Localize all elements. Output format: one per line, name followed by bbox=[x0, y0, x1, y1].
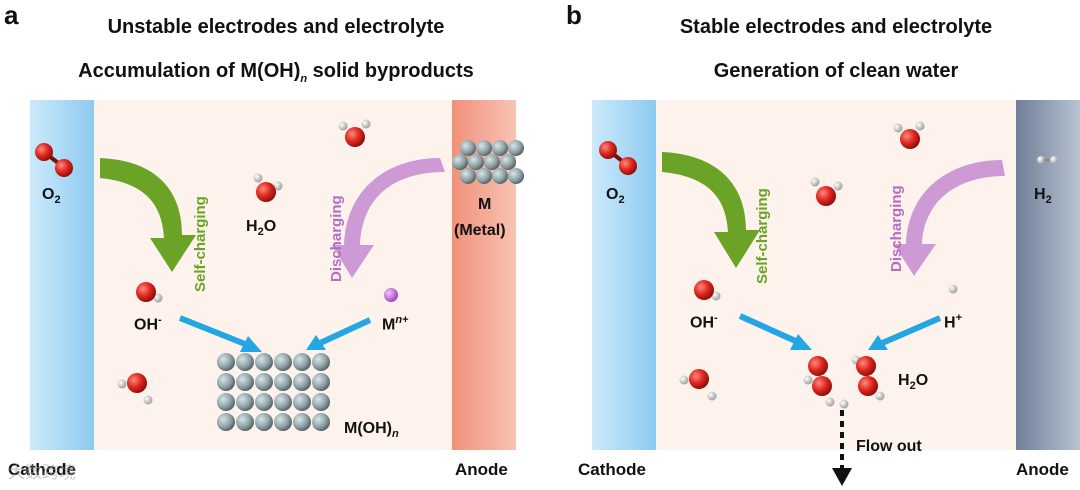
oh-to-water-arrow-icon bbox=[738, 313, 812, 350]
panel-a-water-label: H2O bbox=[246, 218, 277, 239]
proton-icon bbox=[948, 284, 958, 294]
panel-b-title-1: Stable electrodes and electrolyte bbox=[679, 16, 993, 38]
panel-a-discharging-label: Discharging bbox=[328, 195, 345, 282]
lattice-sphere-icon bbox=[312, 353, 330, 371]
lattice-sphere-icon bbox=[274, 353, 292, 371]
panel-a-hydroxide-label: OH- bbox=[134, 314, 162, 334]
lattice-sphere-icon bbox=[293, 373, 311, 391]
panel-a-metal-label: M bbox=[478, 196, 492, 213]
panel-b-h2-label: H2 bbox=[1034, 186, 1052, 207]
panel-b-proton-label: H+ bbox=[944, 312, 962, 332]
self-charging-arrow-icon bbox=[662, 152, 760, 268]
o2-molecule-icon bbox=[599, 141, 637, 175]
panel-a-self-charging-label: Self-charging bbox=[192, 196, 209, 292]
panel-b-discharging-label: Discharging bbox=[888, 185, 905, 272]
panel-b-o2-label: O2 bbox=[606, 186, 625, 207]
self-charging-arrow-icon bbox=[100, 158, 196, 272]
proton-to-water-arrow-icon bbox=[868, 315, 942, 350]
panel-b-self-charging-label: Self-charging bbox=[754, 188, 771, 284]
panel-b-letter: b bbox=[566, 0, 582, 30]
water-molecule-icon bbox=[679, 369, 717, 401]
lattice-sphere-icon bbox=[274, 393, 292, 411]
lattice-sphere-icon bbox=[312, 413, 330, 431]
oh-to-product-arrow-icon bbox=[178, 315, 262, 352]
lattice-sphere-icon bbox=[217, 353, 235, 371]
water-cluster-icon bbox=[803, 355, 885, 409]
lattice-sphere-icon bbox=[312, 393, 330, 411]
lattice-sphere-icon bbox=[236, 353, 254, 371]
lattice-sphere-icon bbox=[293, 413, 311, 431]
metal-cluster-icon bbox=[452, 140, 524, 184]
panel-a-metal-sub-label: (Metal) bbox=[454, 222, 506, 239]
hydroxide-ion-icon bbox=[694, 280, 721, 301]
flow-out-arrow-icon bbox=[832, 410, 852, 486]
lattice-sphere-icon bbox=[293, 353, 311, 371]
lattice-sphere-icon bbox=[255, 373, 273, 391]
panel-b-hydroxide-label: OH- bbox=[690, 312, 718, 332]
lattice-sphere-icon bbox=[255, 393, 273, 411]
o2-molecule-icon bbox=[35, 143, 73, 177]
panel-b-water-label: H2O bbox=[898, 372, 929, 393]
water-molecule-icon bbox=[253, 173, 283, 202]
panel-a-anode-label: Anode bbox=[455, 460, 508, 479]
panel-b-anode-label: Anode bbox=[1016, 460, 1069, 479]
lattice-sphere-icon bbox=[217, 393, 235, 411]
lattice-sphere-icon bbox=[255, 353, 273, 371]
panel-a-title-1: Unstable electrodes and electrolyte bbox=[107, 16, 445, 38]
panel-b-flow-out-label: Flow out bbox=[856, 438, 922, 455]
discharging-arrow-icon bbox=[894, 160, 1005, 276]
lattice-sphere-icon bbox=[217, 373, 235, 391]
lattice-sphere-icon bbox=[293, 393, 311, 411]
panel-a-title-2: Accumulation of M(OH)n solid byproducts bbox=[78, 60, 474, 85]
hydroxide-ion-icon bbox=[136, 282, 163, 303]
lattice-sphere-icon bbox=[236, 393, 254, 411]
water-molecule-icon bbox=[810, 177, 843, 206]
lattice-sphere-icon bbox=[217, 413, 235, 431]
water-molecule-icon bbox=[338, 119, 371, 147]
water-molecule-icon bbox=[893, 121, 925, 149]
lattice-sphere-icon bbox=[255, 413, 273, 431]
panel-b-anode bbox=[1016, 100, 1080, 450]
ion-to-product-arrow-icon bbox=[306, 317, 372, 350]
metal-ion-icon bbox=[384, 288, 398, 302]
lattice-sphere-icon bbox=[274, 373, 292, 391]
panel-a-letter: a bbox=[4, 0, 19, 30]
lattice-sphere-icon bbox=[236, 413, 254, 431]
panel-a-metal-ion-label: Mn+ bbox=[382, 314, 409, 334]
panel-b-title-2: Generation of clean water bbox=[713, 60, 959, 82]
metal-hydroxide-lattice-icon bbox=[217, 353, 330, 431]
panel-b-cathode-label: Cathode bbox=[578, 460, 646, 479]
lattice-sphere-icon bbox=[274, 413, 292, 431]
watermark: 大数跨境 bbox=[8, 463, 76, 482]
lattice-sphere-icon bbox=[312, 373, 330, 391]
panel-a-cathode-label: Cathode bbox=[8, 460, 76, 479]
panel-a-o2-label: O2 bbox=[42, 186, 61, 207]
discharging-arrow-icon bbox=[332, 158, 445, 278]
h2-molecule-icon bbox=[1037, 156, 1058, 164]
panel-a-hydroxide-product-label: M(OH)n bbox=[344, 420, 399, 441]
water-molecule-icon bbox=[117, 373, 153, 405]
lattice-sphere-icon bbox=[236, 373, 254, 391]
